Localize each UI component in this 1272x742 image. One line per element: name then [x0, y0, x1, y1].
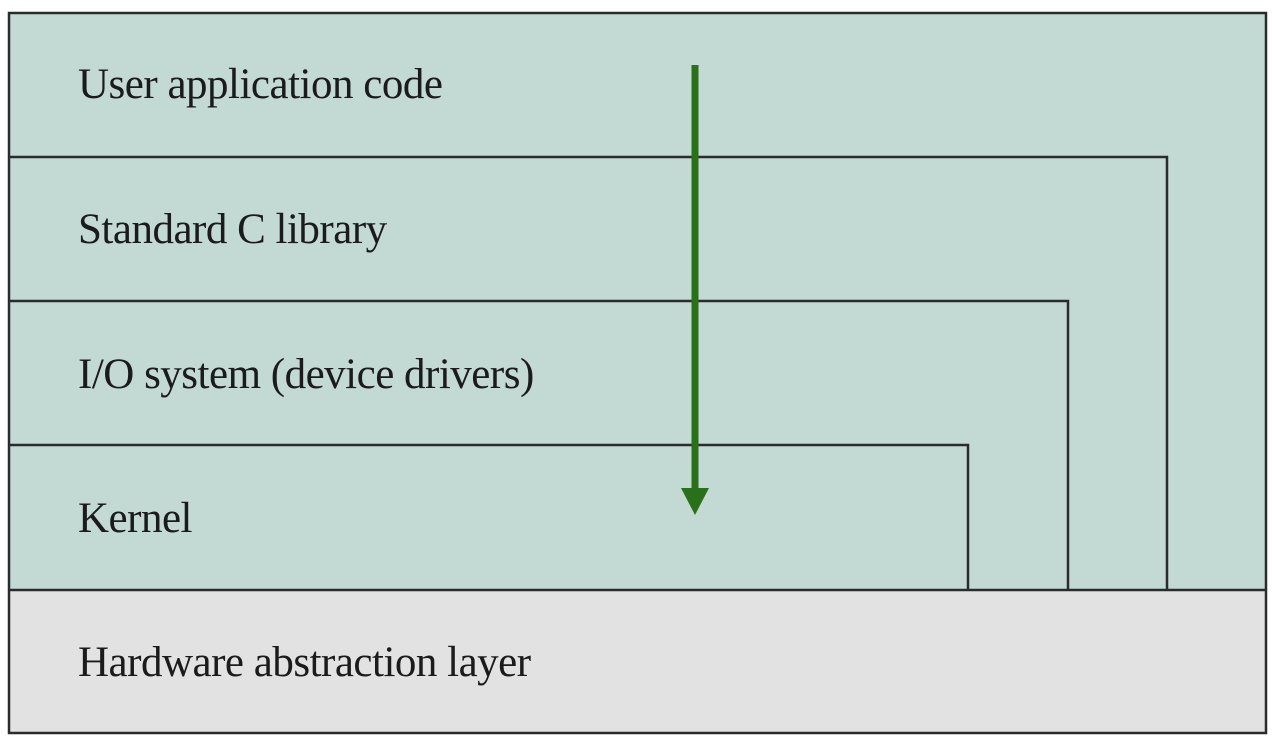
layer-label-kernel: Kernel: [78, 495, 193, 542]
layer-label-hardware-abstraction-layer: Hardware abstraction layer: [78, 639, 531, 686]
arrow-down-icon: [681, 65, 709, 515]
standard-c-library-boundary: [9, 155, 1169, 590]
hardware-abstraction-layer-box: [9, 590, 1266, 733]
io-system-boundary: [9, 299, 1070, 590]
outer-border: [7, 11, 1268, 735]
kernel-boundary: [9, 443, 970, 590]
layer-label-user-application-code: User application code: [78, 61, 443, 108]
layer-label-io-system: I/O system (device drivers): [78, 351, 534, 398]
layer-label-standard-c-library: Standard C library: [78, 206, 387, 253]
